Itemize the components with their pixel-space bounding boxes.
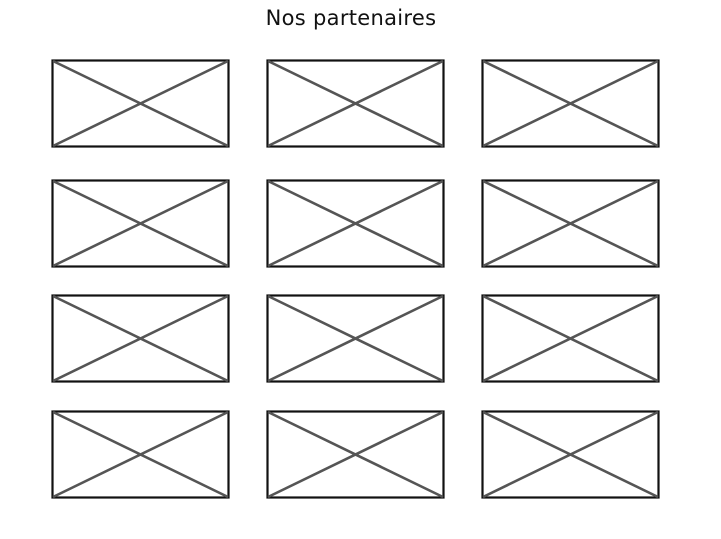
partner-logo[interactable] <box>51 59 230 148</box>
image-placeholder-icon <box>51 294 230 383</box>
partner-logo[interactable] <box>481 410 660 499</box>
image-placeholder-icon <box>481 59 660 148</box>
image-placeholder-icon <box>51 59 230 148</box>
partners-grid <box>51 59 661 500</box>
partner-logo[interactable] <box>266 59 445 148</box>
image-placeholder-icon <box>266 59 445 148</box>
image-placeholder-icon <box>266 179 445 268</box>
partner-logo[interactable] <box>266 294 445 383</box>
partner-logo[interactable] <box>266 410 445 499</box>
partner-logo[interactable] <box>266 179 445 268</box>
image-placeholder-icon <box>481 179 660 268</box>
partner-logo[interactable] <box>51 410 230 499</box>
image-placeholder-icon <box>481 410 660 499</box>
page-title: Nos partenaires <box>265 6 437 30</box>
image-placeholder-icon <box>266 410 445 499</box>
partner-logo[interactable] <box>51 179 230 268</box>
partner-logo[interactable] <box>481 59 660 148</box>
partner-logo[interactable] <box>51 294 230 383</box>
partner-logo[interactable] <box>481 179 660 268</box>
image-placeholder-icon <box>266 294 445 383</box>
image-placeholder-icon <box>51 179 230 268</box>
image-placeholder-icon <box>51 410 230 499</box>
partner-logo[interactable] <box>481 294 660 383</box>
image-placeholder-icon <box>481 294 660 383</box>
